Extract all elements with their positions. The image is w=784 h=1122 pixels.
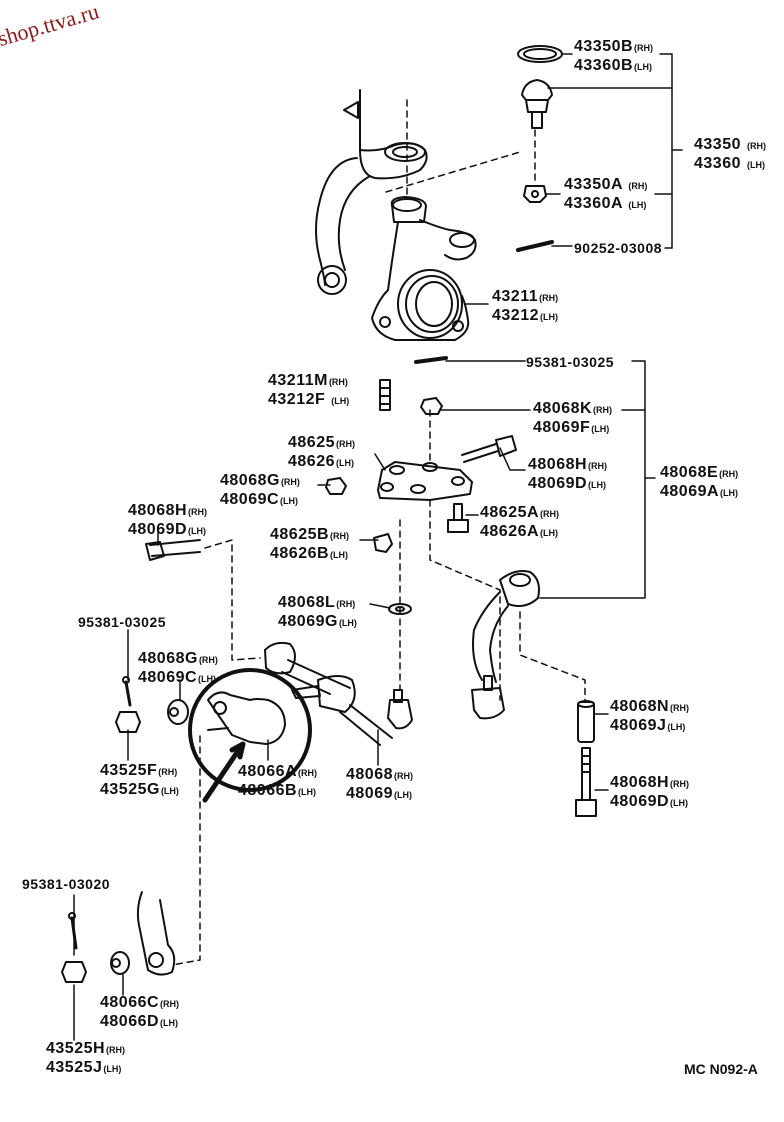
- label-43211: 43211(RH) 43212(LH): [492, 288, 559, 324]
- snap-ring-icon: [517, 45, 563, 63]
- bushing-icon: [167, 699, 189, 725]
- label-43350B: 43350B(RH) 43360B(LH): [574, 38, 654, 74]
- cotter-pin-icon: [516, 240, 554, 252]
- rear-bushing-icon: [207, 691, 286, 745]
- ball-joint-plate-icon: [377, 461, 473, 501]
- label-95381-03020: 95381-03020: [22, 876, 111, 892]
- highlight-arrow: [202, 741, 246, 803]
- ball-joint-icon: [521, 79, 553, 129]
- label-48068L: 48068L(RH) 48069G(LH): [278, 594, 357, 630]
- lower-control-arm-icon: [264, 641, 413, 746]
- label-95381-03025-top: 95381-03025: [526, 354, 615, 370]
- label-43350: 43350 (RH) 43360 (LH): [694, 136, 766, 172]
- bushing-icon-2: [110, 951, 130, 975]
- label-48068H-bottom: 48068H(RH) 48069D(LH): [610, 774, 690, 810]
- cotter-pin-icon-3: [122, 676, 132, 707]
- nut-icon: [420, 397, 443, 415]
- label-48625B: 48625B(RH) 48626B(LH): [270, 526, 350, 562]
- label-43525H: 43525H(RH) 43525J(LH): [46, 1040, 126, 1076]
- castle-nut-icon: [523, 185, 547, 203]
- assembly-guide-lines: [171, 99, 586, 966]
- label-48068N: 48068N(RH) 48069J(LH): [610, 698, 690, 734]
- label-48068K: 48068K(RH) 48069F(LH): [533, 400, 613, 436]
- label-95381-03025-left: 95381-03025: [78, 614, 167, 630]
- long-bolt-icon: [575, 747, 597, 817]
- castle-nut-icon-3: [61, 961, 87, 983]
- leader-lines: [73, 53, 683, 1041]
- label-43525F: 43525F(RH) 43525G(LH): [100, 762, 179, 798]
- label-48066A: 48066A(RH) 48066B(LH): [238, 763, 318, 799]
- flange-nut-icon-2: [373, 533, 393, 553]
- bolt-icon-2: [145, 539, 201, 561]
- castle-nut-icon-2: [115, 711, 141, 733]
- flange-bolt-icon: [461, 435, 517, 463]
- label-48068H-left: 48068H(RH) 48069D(LH): [128, 502, 208, 538]
- label-90252-03008: 90252-03008: [574, 240, 663, 256]
- steering-knuckle-icon: [371, 196, 477, 341]
- label-48625: 48625(RH) 48626(LH): [288, 434, 355, 470]
- flange-nut-icon: [325, 477, 347, 495]
- highlight-circle: [188, 668, 312, 792]
- washer-icon: [388, 603, 412, 615]
- label-48068G-top: 48068G(RH) 48069C(LH): [220, 472, 300, 508]
- label-48068E: 48068E(RH) 48069A(LH): [660, 464, 739, 500]
- bolt-icon: [447, 503, 469, 533]
- label-48068: 48068(RH) 48069(LH): [346, 766, 413, 802]
- label-48068H-top: 48068H(RH) 48069D(LH): [528, 456, 608, 492]
- arm-end-icon: [136, 891, 176, 976]
- spacer-sleeve-icon: [577, 700, 595, 743]
- cotter-pin-icon-4: [68, 912, 78, 950]
- idler-arm-icon: [471, 570, 540, 720]
- label-48066C: 48066C(RH) 48066D(LH): [100, 994, 180, 1030]
- stud-icon: [379, 379, 391, 411]
- diagram-code: MC N092-A: [684, 1061, 758, 1077]
- label-43211M: 43211M(RH) 43212F (LH): [268, 372, 350, 408]
- strut-steering-arm-icon: [315, 89, 428, 295]
- label-48625A: 48625A(RH) 48626A(LH): [480, 504, 560, 540]
- label-48068G-mid: 48068G(RH) 48069C(LH): [138, 650, 218, 686]
- cotter-pin-icon-2: [414, 356, 448, 364]
- label-43350A: 43350A (RH) 43360A (LH): [564, 176, 648, 212]
